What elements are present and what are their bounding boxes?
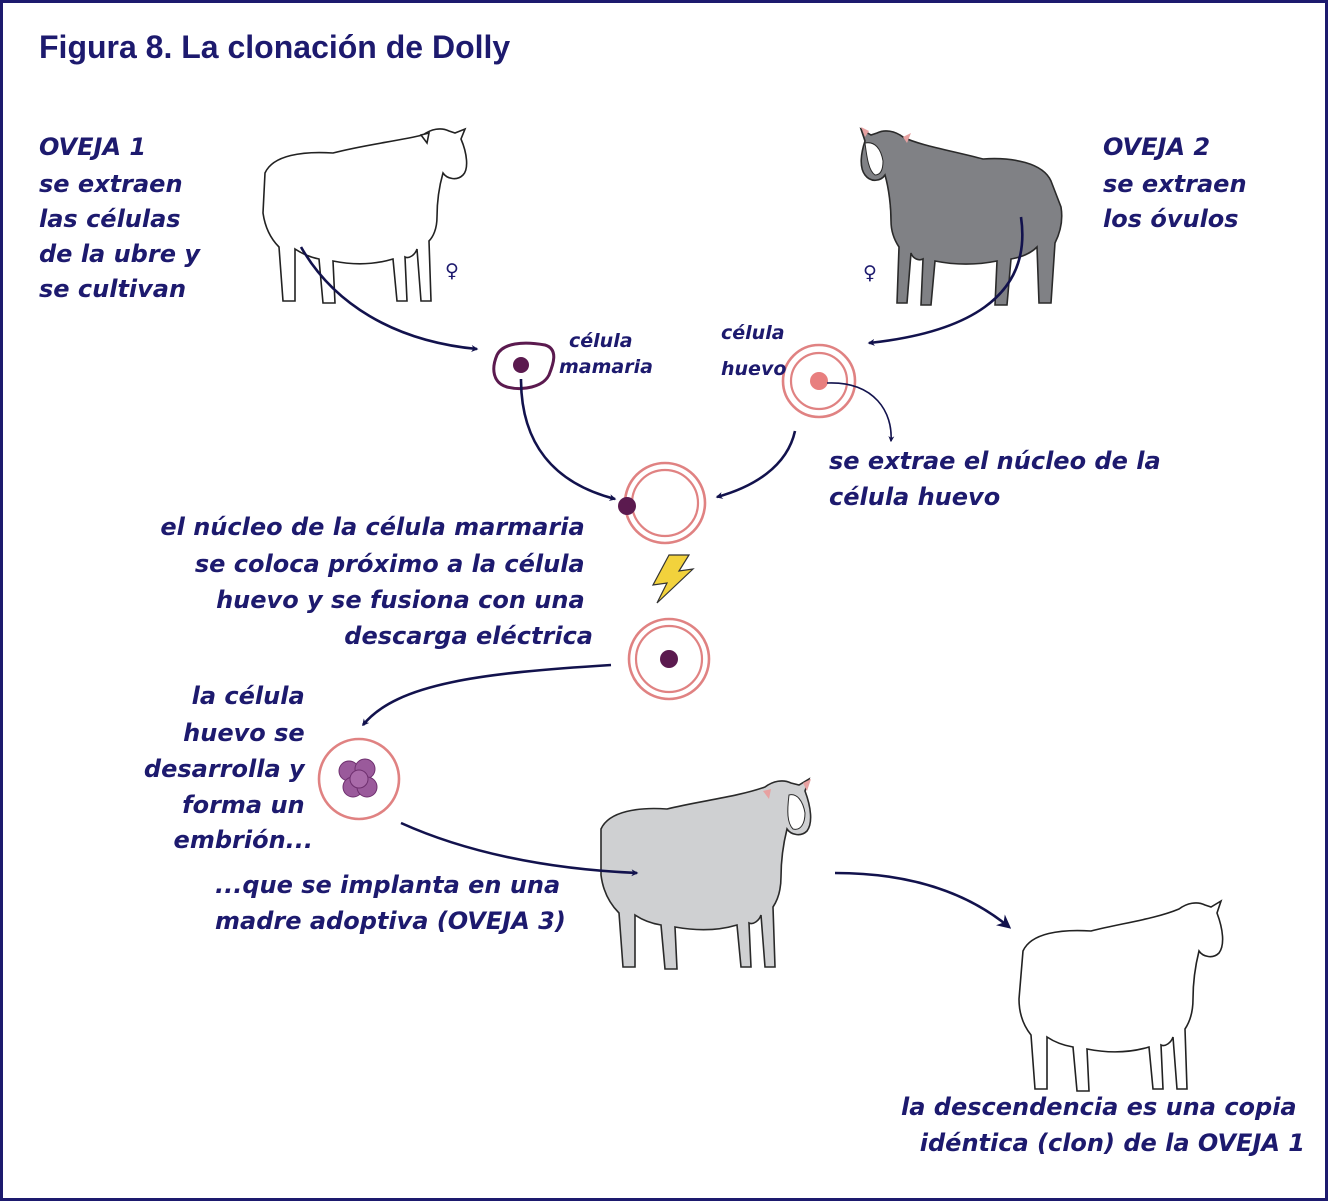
arrow-mammary-to-fusion [519, 378, 617, 501]
arrow-fused-to-embryo [361, 663, 612, 727]
arrow-sheep1-to-mammary [299, 246, 479, 352]
fused-cell-icon [627, 617, 711, 701]
arrow-egg-to-fusion [715, 430, 797, 499]
cloning-diagram: Figura 8. La clonación de Dolly ♀ OVEJA … [39, 29, 1305, 1157]
extract-nucleus-label: se extrae el núcleo de la célula huevo [829, 447, 1169, 511]
arrow-embryo-to-sheep3 [400, 821, 639, 877]
offspring-label: la descendencia es una copia idéntica (c… [901, 1093, 1305, 1157]
sheep-1-label: OVEJA 1 se extraen las células de la ubr… [39, 133, 208, 303]
sheep-3-icon [600, 777, 812, 970]
arrow-sheep3-to-offspring [834, 871, 1012, 929]
offspring-sheep-icon [1018, 899, 1224, 1092]
egg-cell-label: célula huevo [721, 322, 791, 380]
transferred-nucleus-icon [618, 497, 636, 515]
arrow-sheep2-to-egg [867, 216, 1024, 346]
embryo-label: la célula huevo se desarrolla y forma un… [144, 682, 313, 854]
female-symbol-icon: ♀ [863, 262, 877, 284]
mammary-nucleus-icon [513, 357, 529, 373]
sheep-1-icon [262, 127, 468, 304]
sheep-2-icon [859, 127, 1063, 306]
mammary-cell-label: célula mamaria [559, 330, 653, 378]
implant-label: ...que se implanta en una madre adoptiva… [215, 871, 569, 935]
female-symbol-icon: ♀ [445, 260, 459, 282]
fusion-cell-icon [623, 461, 707, 545]
embryo-icon [317, 737, 401, 821]
arrow-nucleus-removed [826, 382, 895, 443]
fusion-label: el núcleo de la célula marmaria se coloc… [160, 513, 593, 650]
figure-title: Figura 8. La clonación de Dolly [39, 29, 510, 65]
sheep-2-label: OVEJA 2 se extraen los óvulos [1103, 133, 1255, 233]
egg-cell-icon [781, 343, 857, 419]
lightning-bolt-icon [651, 554, 695, 604]
